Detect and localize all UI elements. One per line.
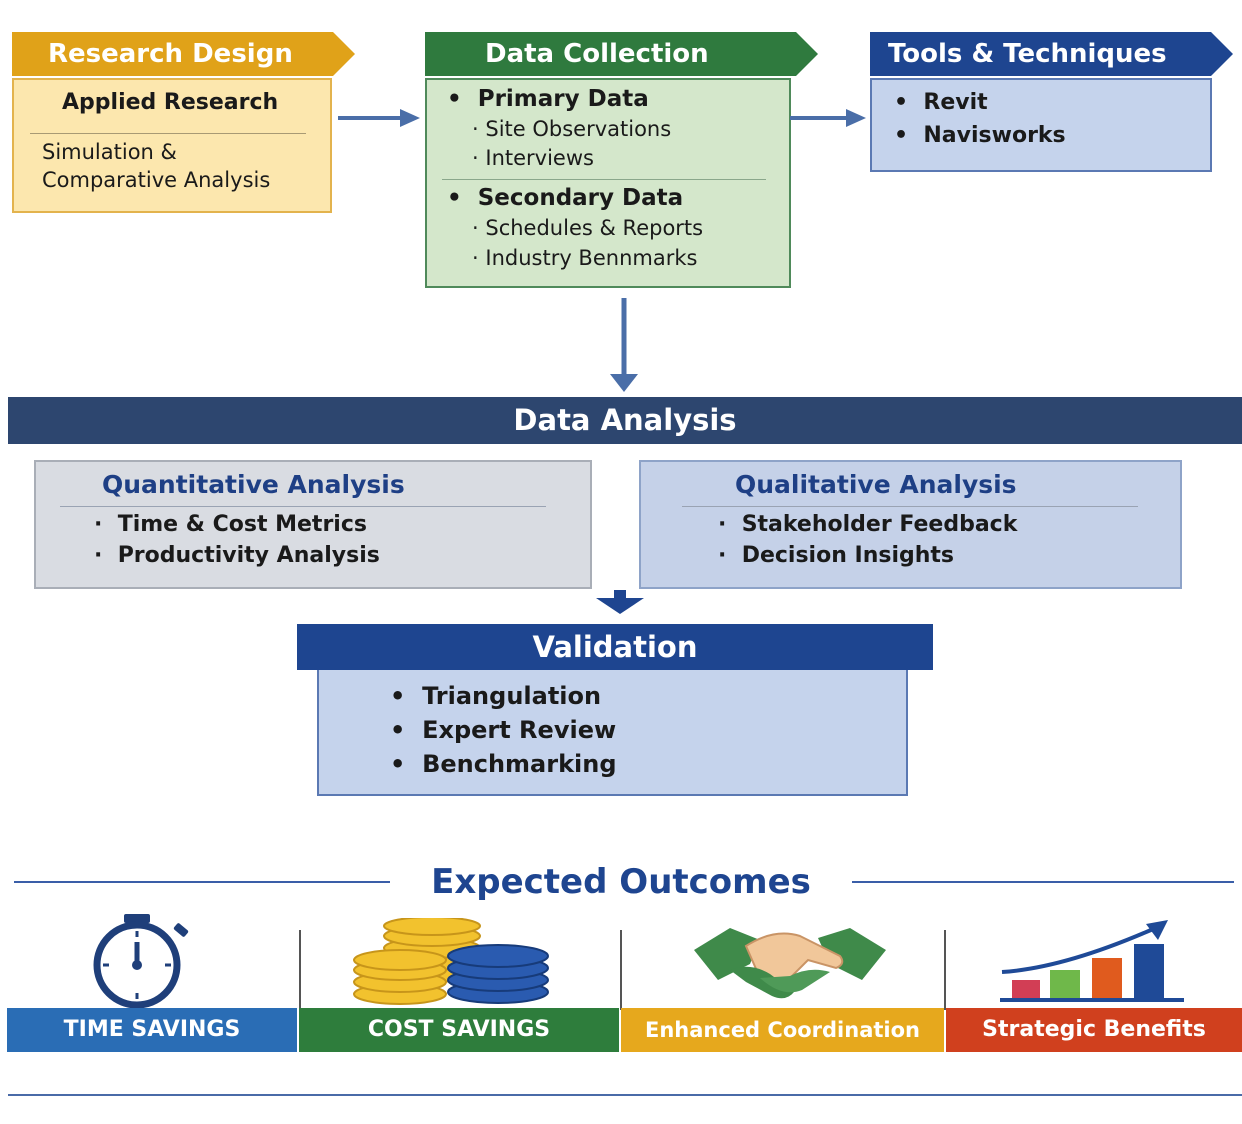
primary-data-label: Primary Data: [477, 86, 649, 112]
time-cost-metrics-item: · Time & Cost Metrics: [94, 512, 367, 537]
tools-box: [870, 78, 1212, 172]
primary-data-item: • Primary Data: [447, 86, 649, 112]
quantitative-analysis-box: [34, 460, 592, 589]
bullet: •: [390, 682, 406, 710]
data-collection-banner: Data Collection: [425, 32, 818, 76]
simulation-text: Simulation &: [42, 140, 177, 164]
bullet: ·: [472, 246, 479, 270]
time-cost-metrics-label: Time & Cost Metrics: [117, 512, 367, 537]
divider: [60, 506, 546, 507]
bullet: ·: [94, 512, 103, 537]
qualitative-analysis-title: Qualitative Analysis: [735, 470, 1017, 499]
data-analysis-bar: Data Analysis: [8, 397, 1242, 444]
secondary-data-label: Secondary Data: [477, 185, 684, 211]
benchmarking-item: • Benchmarking: [390, 750, 617, 778]
bullet: ·: [472, 216, 479, 240]
arrow-right-icon: [790, 109, 866, 127]
bullet: ·: [472, 146, 479, 170]
interviews-label: Interviews: [485, 146, 594, 170]
industry-benchmarks-label: Industry Bennmarks: [485, 246, 698, 270]
benchmarking-label: Benchmarking: [422, 750, 617, 778]
tools-banner: Tools & Techniques: [870, 32, 1233, 76]
divider: [944, 930, 946, 1010]
cost-savings-label: COST SAVINGS: [367, 1017, 551, 1042]
stakeholder-feedback-item: · Stakeholder Feedback: [718, 512, 1017, 537]
strategic-benefits-label: Strategic Benefits: [982, 1017, 1206, 1042]
tools-title: Tools & Techniques: [888, 39, 1167, 69]
schedules-reports-item: · Schedules & Reports: [472, 216, 703, 240]
growth-chart-icon: [1000, 920, 1184, 1002]
handshake-icon: [694, 928, 886, 999]
divider: [14, 881, 390, 883]
navisworks-item: • Navisworks: [894, 123, 1066, 148]
interviews-item: · Interviews: [472, 146, 594, 170]
enhanced-coordination-label: Enhanced Coordination: [645, 1018, 920, 1042]
research-design-title: Research Design: [48, 39, 293, 69]
data-collection-box: [425, 78, 791, 288]
site-observations-item: · Site Observations: [472, 117, 671, 141]
applied-research-heading: Applied Research: [62, 90, 279, 115]
divider: [682, 506, 1138, 507]
bullet: •: [447, 185, 462, 211]
revit-label: Revit: [923, 90, 988, 115]
secondary-data-item: • Secondary Data: [447, 185, 683, 211]
comparative-analysis-text: Comparative Analysis: [42, 168, 271, 192]
divider: [299, 930, 301, 1010]
bullet: ·: [718, 512, 727, 537]
bullet: •: [894, 123, 909, 148]
validation-header: Validation: [297, 624, 933, 670]
divider: [852, 881, 1234, 883]
productivity-analysis-label: Productivity Analysis: [117, 543, 380, 568]
divider: [620, 930, 622, 1010]
bullet: •: [390, 750, 406, 778]
expert-review-item: • Expert Review: [390, 716, 616, 744]
bullet: •: [390, 716, 406, 744]
productivity-analysis-item: · Productivity Analysis: [94, 543, 380, 568]
enhanced-coordination-bar: Enhanced Coordination: [621, 1008, 944, 1052]
stakeholder-feedback-label: Stakeholder Feedback: [741, 512, 1018, 537]
data-collection-title: Data Collection: [485, 39, 709, 69]
divider: [30, 133, 306, 134]
strategic-benefits-bar: Strategic Benefits: [946, 1008, 1242, 1052]
research-design-banner: Research Design: [12, 32, 355, 76]
bullet: ·: [472, 117, 479, 141]
revit-item: • Revit: [894, 90, 988, 115]
bullet: •: [447, 86, 462, 112]
triangulation-item: • Triangulation: [390, 682, 601, 710]
cost-savings-bar: COST SAVINGS: [299, 1008, 619, 1052]
research-design-box: [12, 78, 332, 213]
bullet: •: [894, 90, 909, 115]
validation-title: Validation: [532, 630, 698, 664]
decision-insights-label: Decision Insights: [741, 543, 955, 568]
bullet: ·: [718, 543, 727, 568]
arrow-down-icon: [596, 590, 644, 614]
stopwatch-icon: [93, 914, 189, 1008]
expected-outcomes-title: Expected Outcomes: [431, 862, 811, 902]
site-observations-label: Site Observations: [485, 117, 672, 141]
expert-review-label: Expert Review: [422, 716, 617, 744]
time-savings-label: TIME SAVINGS: [63, 1017, 241, 1042]
navisworks-label: Navisworks: [923, 123, 1066, 148]
triangulation-label: Triangulation: [422, 682, 602, 710]
divider: [442, 179, 766, 180]
coins-icon: [353, 918, 549, 1005]
bullet: ·: [94, 543, 103, 568]
qualitative-analysis-box: [639, 460, 1182, 589]
divider: [8, 1094, 1242, 1096]
decision-insights-item: · Decision Insights: [718, 543, 954, 568]
arrow-down-icon: [610, 298, 638, 392]
schedules-reports-label: Schedules & Reports: [485, 216, 704, 240]
arrow-right-icon: [338, 109, 420, 127]
validation-box: [317, 670, 908, 796]
quantitative-analysis-title: Quantitative Analysis: [102, 470, 405, 499]
time-savings-bar: TIME SAVINGS: [7, 1008, 297, 1052]
industry-benchmarks-item: · Industry Bennmarks: [472, 246, 697, 270]
data-analysis-title: Data Analysis: [513, 403, 737, 437]
